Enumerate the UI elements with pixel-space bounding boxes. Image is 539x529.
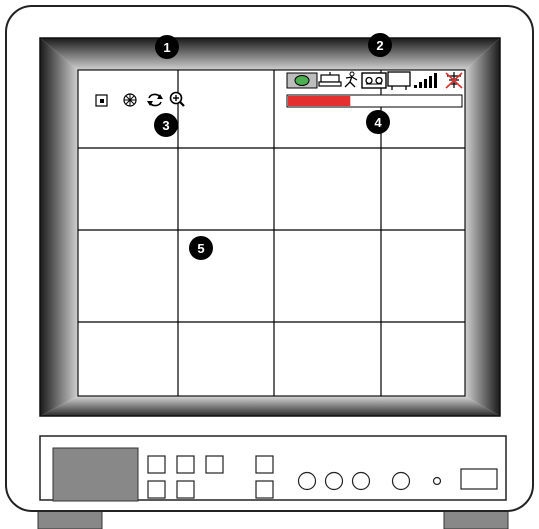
front-control-panel [40,436,506,501]
panel-button-3[interactable] [206,456,223,473]
svg-text:2: 2 [376,38,383,53]
callout-3: 3 [154,113,178,137]
panel-button-7[interactable] [256,481,273,498]
square-icon[interactable] [96,95,107,106]
tape-icon [362,73,386,88]
right-foot [444,511,508,529]
left-foot [38,511,102,529]
panel-button-4[interactable] [256,456,273,473]
round-button-1[interactable] [299,473,316,490]
status-icon-bar [287,72,462,90]
small-round-button[interactable] [434,478,441,485]
panel-button-2[interactable] [177,456,194,473]
panel-slot [461,469,497,489]
panel-display [53,448,138,501]
aperture-icon[interactable] [124,94,136,106]
callout-5: 5 [189,236,213,260]
round-button-2[interactable] [326,473,343,490]
callout-1: 1 [155,35,179,59]
svg-text:3: 3 [162,118,169,133]
panel-button-1[interactable] [148,456,165,473]
callout-2: 2 [368,33,392,57]
panel-button-5[interactable] [148,481,165,498]
svg-text:1: 1 [163,40,170,55]
round-button-4[interactable] [393,473,410,490]
callout-4: 4 [366,110,390,134]
screen [78,70,465,396]
svg-text:5: 5 [197,241,204,256]
svg-text:4: 4 [374,115,382,130]
round-button-3[interactable] [353,473,370,490]
progress-fill [288,96,350,106]
progress-bar [287,95,462,107]
record-indicator-icon [287,73,317,88]
panel-button-6[interactable] [177,481,194,498]
